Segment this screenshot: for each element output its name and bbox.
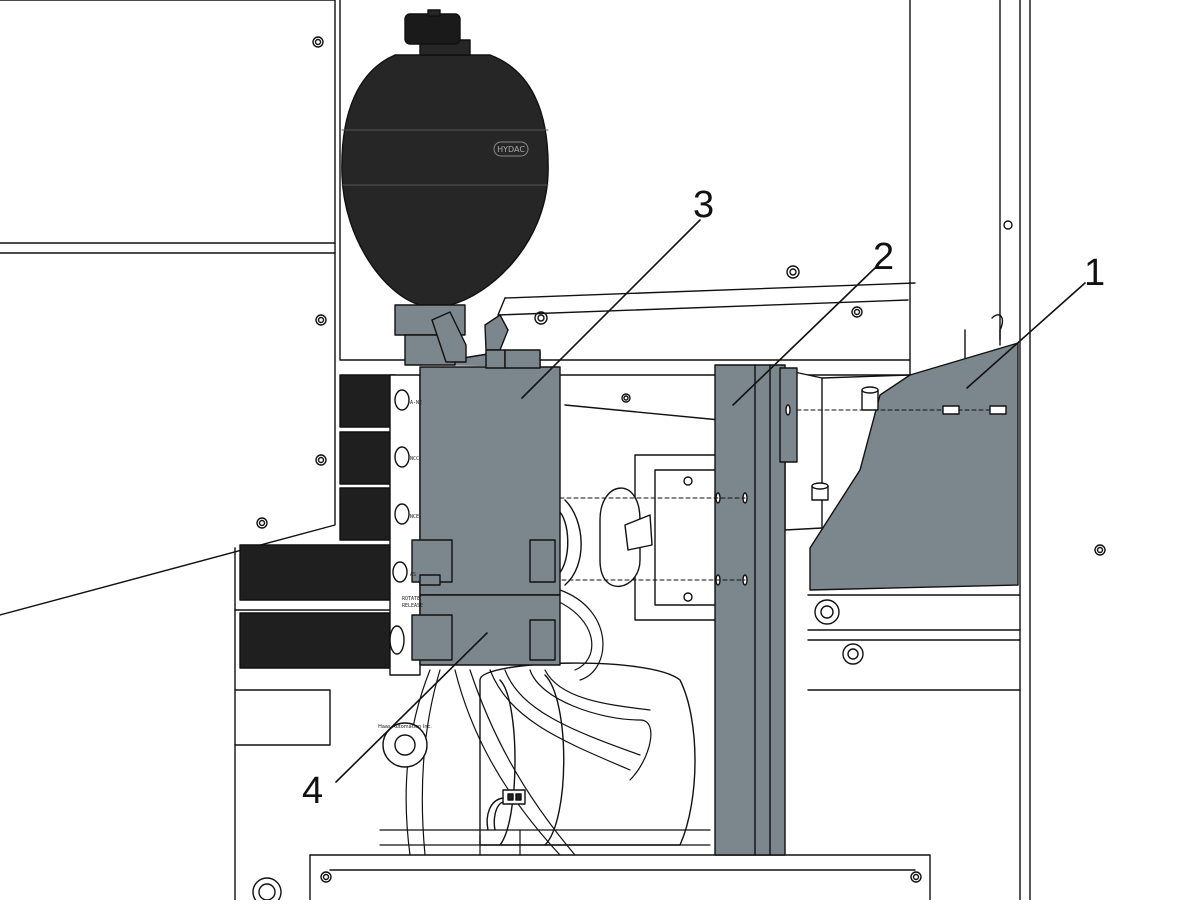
- svg-text:A-NE: A-NE: [410, 400, 422, 406]
- port-labels: A-NE NCC NCE AS ROTATE RELEASE: [402, 400, 423, 609]
- screw-icon: [942, 405, 960, 415]
- screw-icon: [621, 393, 631, 403]
- screw-icon: [1003, 220, 1013, 230]
- nut-icon: [842, 643, 864, 665]
- svg-text:AS: AS: [410, 572, 416, 578]
- bolt-icon: [811, 482, 829, 501]
- leader-2: [732, 267, 876, 406]
- accumulator-brand: HYDAC: [497, 145, 525, 154]
- manufacturer-seal: Haas Automation Inc.: [378, 722, 432, 768]
- screw-icon: [786, 265, 800, 279]
- leader-1: [966, 282, 1086, 389]
- screw-icon: [392, 561, 408, 583]
- valve-manifold: [411, 351, 561, 666]
- svg-text:NCE: NCE: [410, 514, 419, 520]
- screw-icon: [534, 311, 548, 325]
- wire-connector: [486, 789, 526, 831]
- nut-icon: [814, 599, 840, 625]
- callout-leaders: [335, 219, 1086, 783]
- shroud-plate: [809, 314, 1019, 591]
- screw-icon: [389, 625, 405, 655]
- callout-1: 1: [1084, 252, 1106, 294]
- callout-3: 3: [693, 184, 715, 226]
- svg-text:ROTATE: ROTATE: [402, 596, 420, 602]
- screw-icon: [989, 405, 1007, 415]
- screw-icon: [315, 454, 327, 466]
- screw-icon: [312, 36, 324, 48]
- nut-icon: [252, 877, 282, 905]
- svg-text:NCC: NCC: [410, 456, 419, 462]
- screw-icon: [394, 389, 410, 411]
- callout-4: 4: [302, 770, 324, 812]
- screw-icon: [320, 871, 332, 883]
- screw-icon: [910, 871, 922, 883]
- leader-3: [521, 219, 701, 399]
- screw-icon: [315, 314, 327, 326]
- cabinet-frame: [0, 0, 1031, 901]
- accumulator: HYDAC: [341, 9, 549, 369]
- screw-icon: [394, 503, 410, 525]
- screw-icon: [1094, 544, 1106, 556]
- svg-text:RELEASE: RELEASE: [402, 603, 423, 609]
- leader-4: [335, 632, 488, 783]
- solenoid-valve-bank: [239, 374, 421, 676]
- seal-text: Haas Automation Inc.: [378, 724, 432, 730]
- screw-icon: [256, 517, 268, 529]
- screw-icon: [394, 446, 410, 468]
- hoses: [379, 589, 711, 856]
- vertical-bracket: [554, 364, 798, 856]
- callout-2: 2: [873, 236, 895, 278]
- bolt-icon: [861, 386, 879, 411]
- screw-icon: [851, 306, 863, 318]
